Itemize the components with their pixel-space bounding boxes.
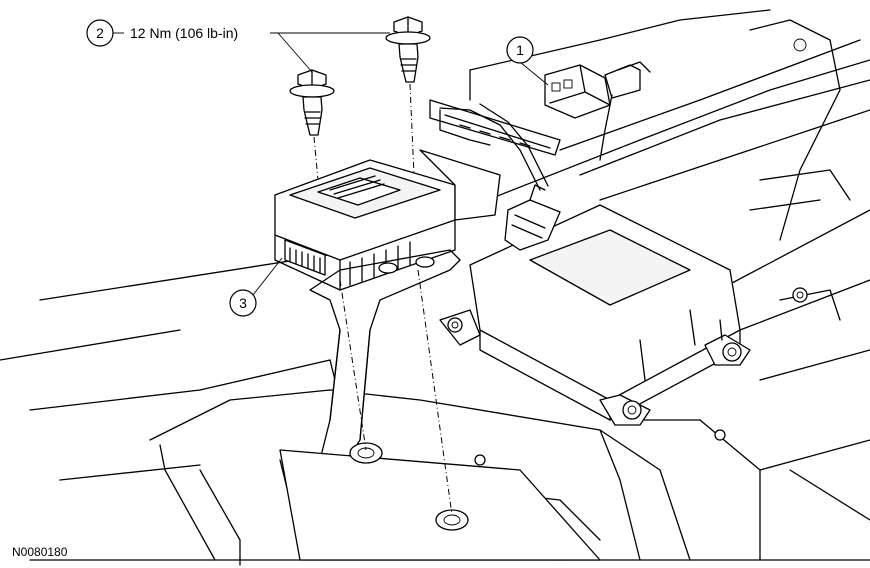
mounting-bracket <box>309 249 461 471</box>
callout-1-number: 1 <box>516 42 524 58</box>
floor-structure <box>0 9 870 566</box>
floor-pan-mounts <box>279 442 601 561</box>
sensor-module <box>274 149 501 291</box>
callout-2: 2 12 Nm (106 lb-in) <box>86 19 390 73</box>
bolt-right <box>385 16 431 83</box>
wiring-harness <box>429 99 561 191</box>
torque-spec: 12 Nm (106 lb-in) <box>130 25 238 41</box>
callout-3: 3 <box>229 257 283 317</box>
callout-3-number: 3 <box>239 295 247 311</box>
figure-reference: N0080180 <box>12 545 68 559</box>
restraints-control-module <box>439 184 751 426</box>
electrical-connector <box>544 61 651 161</box>
callout-2-number: 2 <box>96 25 104 41</box>
callout-1: 1 <box>506 36 549 86</box>
bolt-alignment-lines <box>313 83 453 516</box>
bolt-left <box>289 69 335 136</box>
